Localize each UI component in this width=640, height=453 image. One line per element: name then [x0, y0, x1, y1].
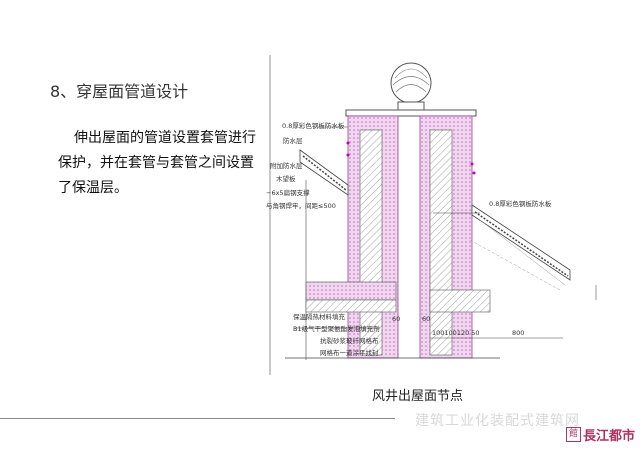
slide-title: 8、穿屋面管道设计 [50, 82, 189, 101]
body-line: 伸出屋面的管道设置套管进行 [74, 130, 256, 146]
logo-name: 長江都市 [583, 429, 636, 444]
label-mesh: 抗裂砂浆玻纤网格布 [320, 336, 379, 345]
label-waterproof: 防水层 [283, 136, 303, 145]
label-extra-waterproof: 附加防水层 [270, 161, 303, 170]
label-board: 木望板 [276, 174, 296, 183]
label-flat-steel: −6x5扁钢支撑 [266, 188, 310, 197]
label-steel-plate-right: 0.8厚彩色钢板防水板 [489, 199, 552, 208]
slide-body: 伸出屋面的管道设置套管进行 保护，并在套管与套管之间设置 了保温层。 [58, 126, 283, 201]
footer-divider [0, 418, 395, 419]
logo: 館 長江都市 [566, 425, 635, 444]
dim-span: 800 [512, 329, 524, 337]
dim-left-60: 60 [392, 315, 400, 323]
label-steel-plate-top: 0.8厚彩色钢板防水板 [282, 121, 345, 130]
body-line: 了保温层。 [58, 180, 128, 196]
label-anchor: 与角钢焊牢，间距≤500 [266, 201, 336, 210]
label-finish: 网格布一道涂平找封 [320, 348, 379, 357]
body-line: 保护，并在套管与套管之间设置 [58, 155, 254, 171]
label-insulation: 保温隔热材料填充 [293, 312, 346, 321]
logo-mark: 館 [566, 427, 581, 442]
dim-right-60: 60 [422, 315, 430, 323]
turbine-vent [390, 62, 432, 111]
watermark: 建筑工业化装配式建筑网 [415, 413, 580, 429]
label-foam: B1级气干型聚氨酯发泡填充剂 [293, 324, 380, 333]
dim-series: 100100120 50 [432, 329, 480, 337]
drawing-caption: 风井出屋面节点 [372, 389, 464, 404]
